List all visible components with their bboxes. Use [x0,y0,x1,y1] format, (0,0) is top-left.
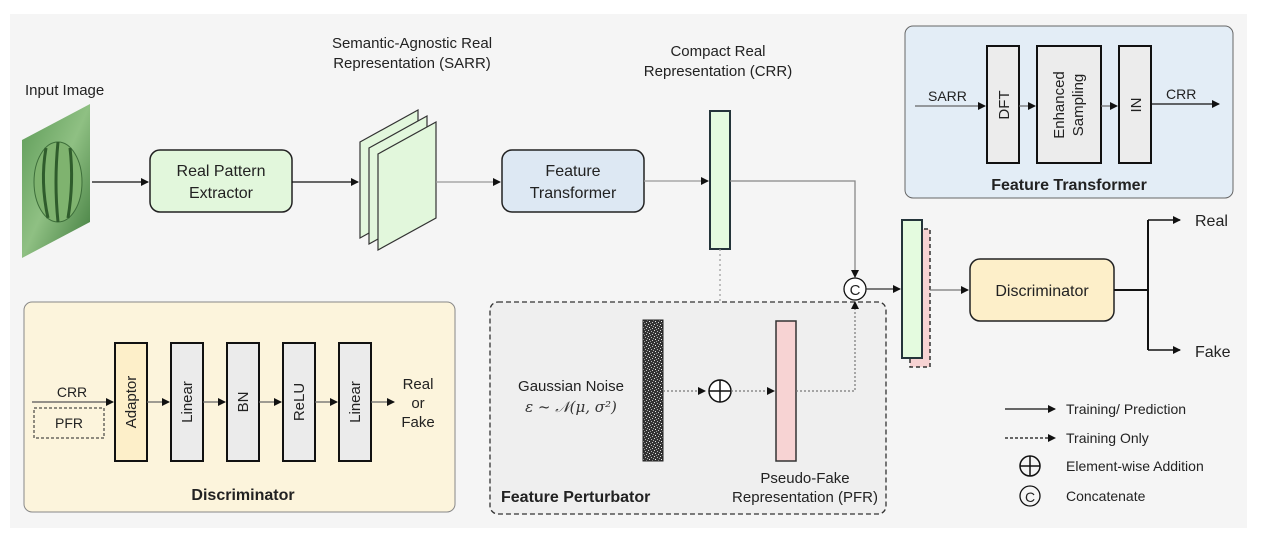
concatenate-icon: C [843,277,867,301]
legend-solid-label: Training/ Prediction [1066,401,1186,417]
output-fake-label: Fake [1195,344,1231,361]
discriminator-label: Discriminator [995,283,1089,300]
ft-panel-output-label: CRR [1166,86,1196,102]
crr-title-2: Representation (CRR) [644,63,792,80]
disc-panel-title: Discriminator [191,487,294,504]
legend-concat-label: Concatenate [1066,488,1146,504]
input-image [22,104,90,258]
disc-layer-label-2: BN [235,392,252,413]
pfr-vector [775,320,797,462]
disc-layer-bn-2 [226,342,260,462]
ft-layer-sampling-label: Sampling [1070,74,1087,137]
noise-formula: ε ~ 𝒩(μ, σ²) [525,398,617,416]
disc-input-pfr: PFR [55,415,83,431]
ft-layer-in-label: IN [1128,98,1145,113]
ft-layer-dft-label: DFT [996,90,1013,119]
disc-output-or: or [411,395,424,412]
sarr-title-2: Representation (SARR) [333,55,491,72]
noise-label: Gaussian Noise [518,378,624,395]
legend: Training/ Prediction Training Only Eleme… [1005,401,1204,507]
output-real-label: Real [1195,213,1228,230]
crr-title-1: Compact Real [670,43,765,60]
disc-input-crr: CRR [57,384,87,400]
concatenated-crr-vector [901,219,923,359]
fp-panel-title: Feature Perturbator [501,489,650,506]
sarr-title-1: Semantic-Agnostic Real [332,35,492,52]
legend-concat-icon: C [1019,485,1041,507]
element-wise-addition-icon [708,379,732,403]
disc-layer-label-4: Linear [347,381,364,423]
ft-layer-enhanced-sampling [1036,45,1102,164]
disc-layer-linear-1 [170,342,204,462]
discriminator-layers: Adaptor Linear BN ReLU Linear [114,342,395,462]
legend-dashed-label: Training Only [1066,430,1149,446]
arrow-crr-to-concat [730,180,859,278]
legend-add-icon [1019,455,1041,477]
real-pattern-extractor-label-2: Extractor [189,185,254,202]
ft-layer-enhanced-label: Enhanced [1051,71,1068,139]
disc-layer-adaptor-0 [114,342,148,462]
pfr-label-2: Representation (PFR) [732,489,878,506]
gaussian-noise-vector [642,319,664,462]
svg-text:C: C [1025,489,1035,505]
input-image-label: Input Image [25,82,104,99]
feature-transformer-label-2: Transformer [530,185,617,202]
output-branch [1114,216,1181,354]
disc-input-pfr-box [33,407,105,439]
legend-add-label: Element-wise Addition [1066,458,1204,474]
ft-panel-title: Feature Transformer [991,177,1147,194]
feature-transformer-label-1: Feature [545,163,600,180]
svg-text:C: C [850,282,861,299]
real-pattern-extractor-block [149,149,293,213]
ft-panel-input-label: SARR [928,88,967,104]
disc-layer-label-1: Linear [179,381,196,423]
sarr-feature-maps [359,108,437,252]
feature-transformer-block [501,149,645,213]
disc-layer-label-3: ReLU [291,383,308,421]
ft-layer-dft [986,45,1020,164]
real-pattern-extractor-label-1: Real Pattern [177,163,266,180]
pfr-label-1: Pseudo-Fake [760,470,849,487]
disc-layer-relu-3 [282,342,316,462]
disc-output-real: Real [403,376,434,393]
disc-layer-label-0: Adaptor [123,376,140,429]
ft-layer-in [1118,45,1152,164]
disc-output-fake: Fake [401,414,434,431]
crr-vector [709,110,731,250]
